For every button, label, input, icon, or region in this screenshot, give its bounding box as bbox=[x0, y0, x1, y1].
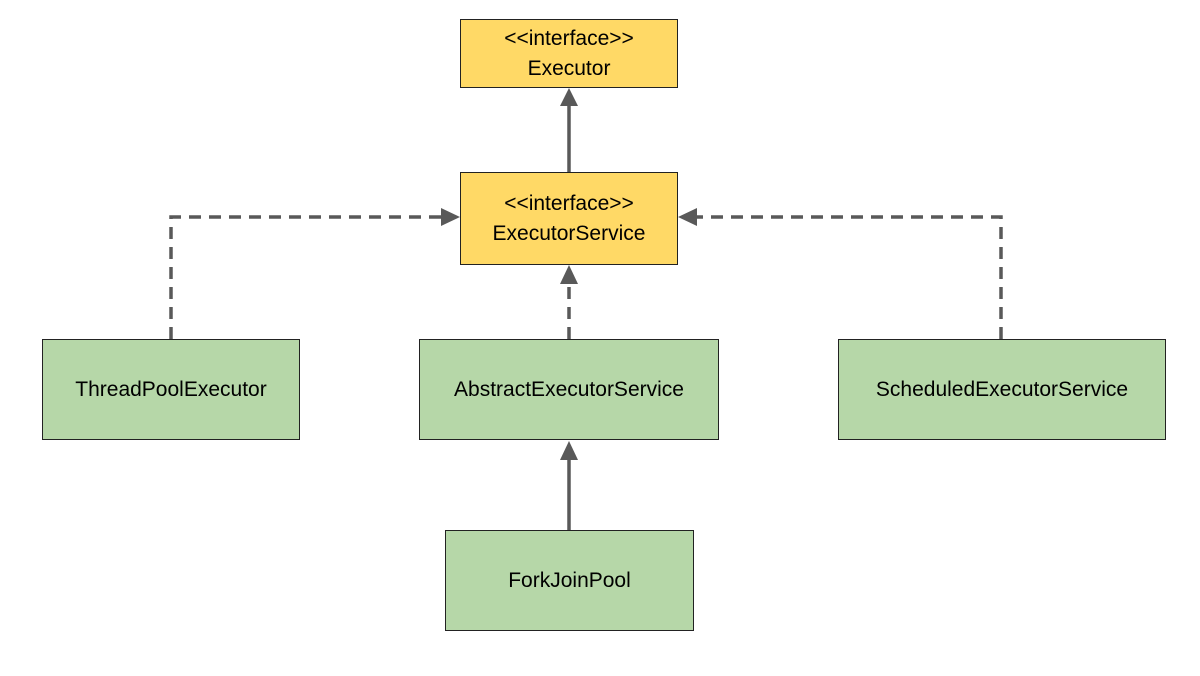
arrowhead-to-executor bbox=[560, 88, 578, 106]
executor-label: Executor bbox=[527, 56, 611, 80]
arrowhead-to-executorservice-right bbox=[678, 208, 697, 226]
arrowhead-to-abstractexecutorservice bbox=[560, 441, 578, 460]
executor-service-interface-box: <<interface>> ExecutorService bbox=[460, 172, 678, 265]
abstract-executor-service-label: AbstractExecutorService bbox=[454, 377, 684, 401]
thread-pool-executor-class-box: ThreadPoolExecutor bbox=[42, 339, 300, 440]
thread-pool-executor-label: ThreadPoolExecutor bbox=[75, 377, 267, 401]
stereotype-label: <<interface>> bbox=[504, 191, 634, 215]
fork-join-pool-class-box: ForkJoinPool bbox=[445, 530, 694, 631]
executor-service-label: ExecutorService bbox=[492, 221, 646, 245]
arrowhead-to-executorservice-left bbox=[441, 208, 460, 226]
scheduled-executor-service-class-box: ScheduledExecutorService bbox=[838, 339, 1166, 440]
executor-interface-box: <<interface>> Executor bbox=[460, 19, 678, 88]
scheduled-executor-service-label: ScheduledExecutorService bbox=[875, 377, 1129, 401]
arrowhead-to-executorservice-bottom bbox=[560, 265, 578, 284]
edge-threadpoolexecutor-to-executorservice bbox=[169, 215, 441, 339]
edge-scheduledexecutorservice-to-executorservice bbox=[697, 215, 1003, 339]
abstract-executor-service-class-box: AbstractExecutorService bbox=[419, 339, 719, 440]
stereotype-label: <<interface>> bbox=[504, 26, 634, 50]
fork-join-pool-label: ForkJoinPool bbox=[508, 568, 631, 592]
